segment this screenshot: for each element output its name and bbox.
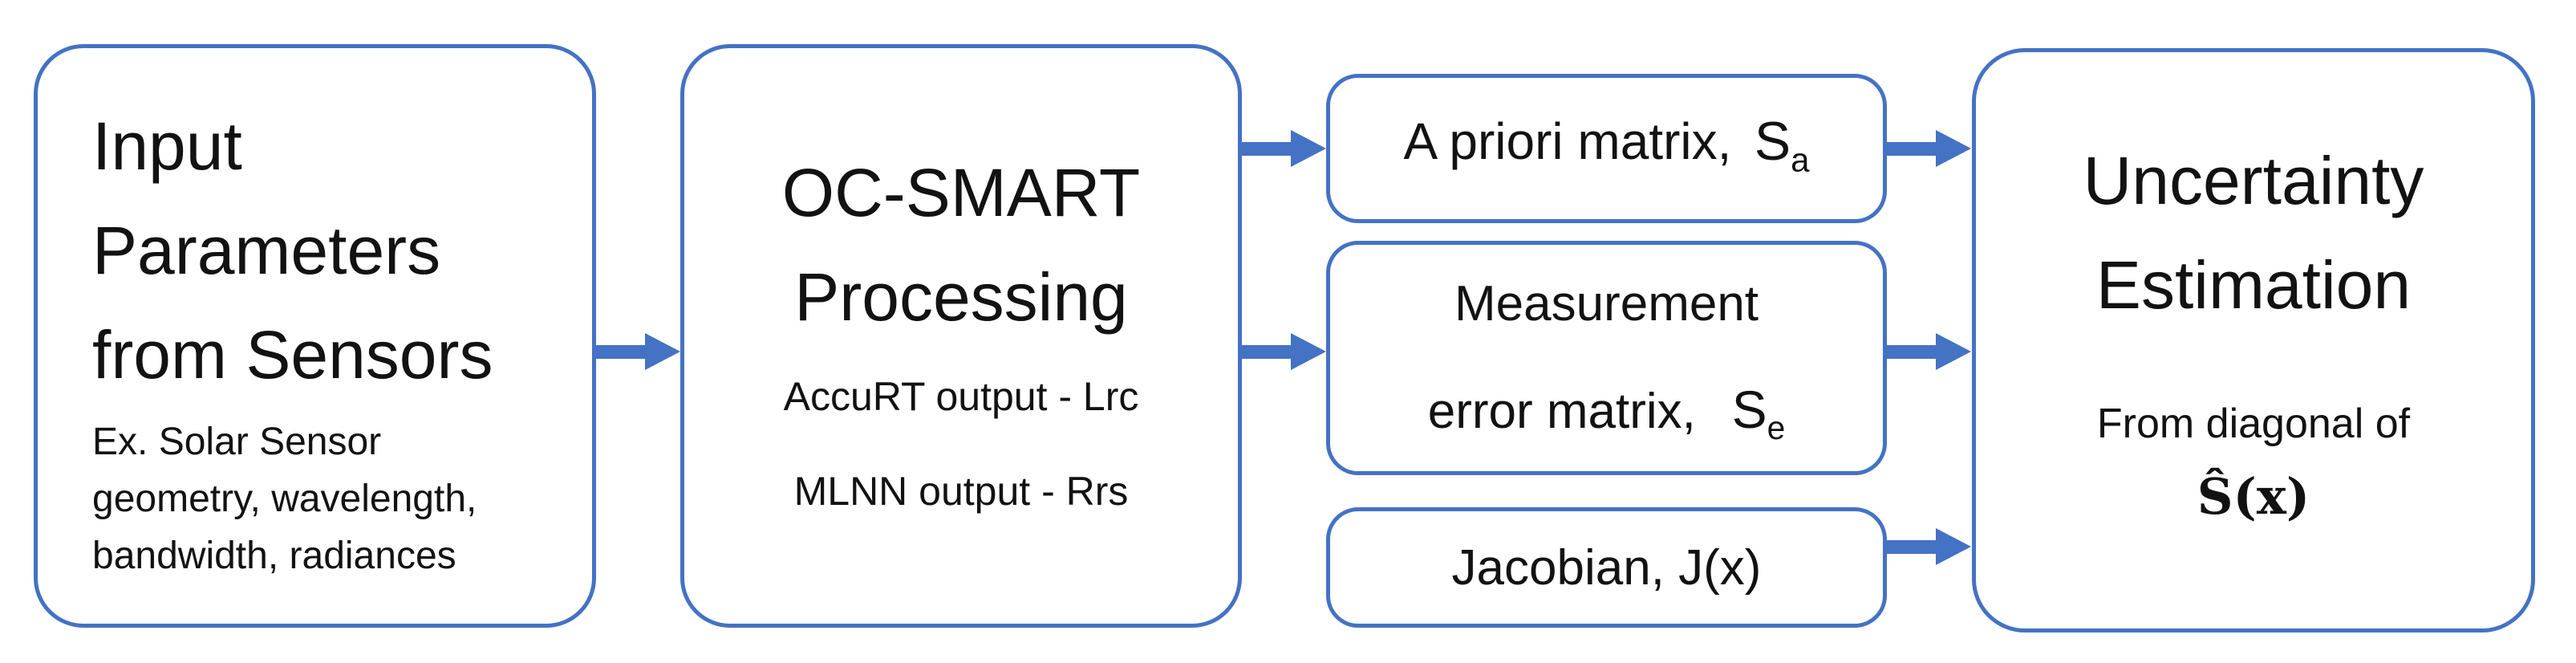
input-subtitle-line-2: geometry, wavelength, <box>92 478 477 520</box>
arrow-head-icon <box>1291 333 1326 370</box>
ocsmart-title-line-2: Processing <box>794 259 1128 335</box>
arrow-head-icon <box>645 333 680 370</box>
measurement-line-1: Measurement <box>1454 276 1759 332</box>
arrow-head-icon <box>1936 333 1971 370</box>
uncertainty-subtitle: From diagonal of <box>2096 401 2411 447</box>
uncertainty-title-line-2: Estimation <box>2095 247 2412 323</box>
arrow-head-icon <box>1936 130 1971 167</box>
measurement-subscript: e <box>1767 409 1786 447</box>
apriori-label: A priori matrix, <box>1403 112 1732 170</box>
arrow-shaft <box>1885 141 1936 156</box>
apriori-symbol: Sa <box>1754 111 1810 179</box>
input-title-line-2: Parameters <box>92 213 441 288</box>
input-title-line-3: from Sensors <box>92 317 493 393</box>
input-box-title: Input Parameters from Sensors <box>92 94 572 407</box>
uncertainty-title-line-1: Uncertainty <box>2083 143 2424 218</box>
arrow-shaft <box>1240 141 1291 156</box>
input-box-subtitle: Ex. Solar Sensor geometry, wavelength, b… <box>92 413 572 584</box>
uncertainty-box-title: Uncertainty Estimation <box>1976 128 2531 337</box>
ocsmart-output-accurt: AccuRT output - Lrc <box>783 374 1139 419</box>
arrow-apriori-to-uncertainty <box>1885 130 1971 167</box>
measurement-symbol: Se <box>1731 380 1786 447</box>
input-title-line-1: Input <box>92 108 242 184</box>
measurement-label: error matrix, <box>1427 384 1696 439</box>
arrow-ocsmart-to-apriori <box>1240 130 1326 167</box>
arrow-shaft <box>1885 344 1936 359</box>
ocsmart-outputs: AccuRT output - Lrc MLNN output - Rrs <box>684 349 1238 539</box>
box-measurement-error-matrix: Measurement error matrix, Se <box>1326 241 1887 475</box>
box-ocsmart-processing: OC-SMART Processing AccuRT output - Lrc … <box>680 44 1242 628</box>
uncertainty-formula: Ŝ(x) <box>2197 467 2310 526</box>
arrow-head-icon <box>1936 528 1971 565</box>
box-input-parameters: Input Parameters from Sensors Ex. Solar … <box>34 44 596 628</box>
box-uncertainty-estimation: Uncertainty Estimation From diagonal of … <box>1972 48 2535 632</box>
apriori-subscript: a <box>1791 140 1810 179</box>
box-apriori-matrix: A priori matrix, Sa <box>1326 74 1887 223</box>
input-subtitle-line-1: Ex. Solar Sensor <box>92 421 382 463</box>
arrow-shaft <box>1885 539 1936 554</box>
ocsmart-title-line-1: OC-SMART <box>781 155 1141 230</box>
arrow-input-to-ocsmart <box>594 333 680 370</box>
arrow-measurement-to-uncertainty <box>1885 333 1971 370</box>
ocsmart-output-mlnn: MLNN output - Rrs <box>793 469 1129 514</box>
ocsmart-box-title: OC-SMART Processing <box>684 140 1238 349</box>
arrow-jacobian-to-uncertainty <box>1885 528 1971 565</box>
measurement-line-2: error matrix, Se <box>1428 357 1785 465</box>
input-subtitle-line-3: bandwidth, radiances <box>92 535 456 577</box>
arrow-head-icon <box>1291 130 1326 167</box>
arrow-shaft <box>1240 344 1291 359</box>
box-jacobian: Jacobian, J(x) <box>1326 507 1887 628</box>
arrow-shaft <box>594 344 645 359</box>
jacobian-label: Jacobian, J(x) <box>1451 539 1762 596</box>
arrow-ocsmart-to-measurement <box>1240 333 1326 370</box>
